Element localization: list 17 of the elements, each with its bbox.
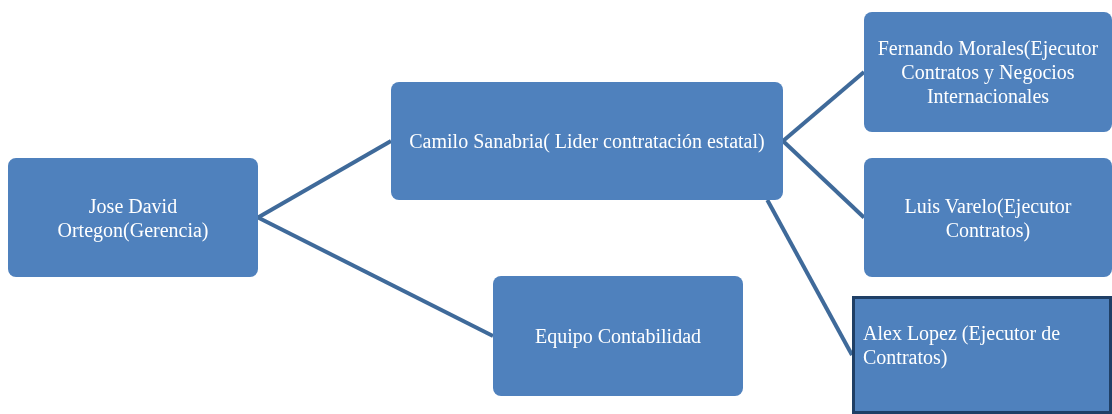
org-box [391, 82, 783, 200]
connector-line [781, 139, 866, 219]
person-role-text: Luis Varelo(Ejecutor Contratos) [903, 193, 1073, 242]
person-role-text: Camilo Sanabria( Lider contratación estatal) [409, 129, 765, 153]
org-box [493, 276, 743, 396]
org-box [8, 158, 258, 277]
person-role-text: Fernando Morales(Ejecutor Contratos y Negocios Internacionales [876, 36, 1100, 108]
org-box [852, 296, 1112, 414]
connector-line [765, 199, 854, 356]
person-role-text: Jose David Ortegon(Gerencia) [56, 193, 210, 242]
person-role-text: Alex Lopez (Ejecutor de Contratos) [863, 321, 1062, 369]
connector-line [257, 139, 392, 220]
org-box [864, 158, 1112, 277]
connector-line [257, 215, 494, 338]
person-role-text: Equipo Contabilidad [534, 324, 702, 348]
org-box [864, 12, 1112, 132]
connector-line [781, 70, 866, 143]
